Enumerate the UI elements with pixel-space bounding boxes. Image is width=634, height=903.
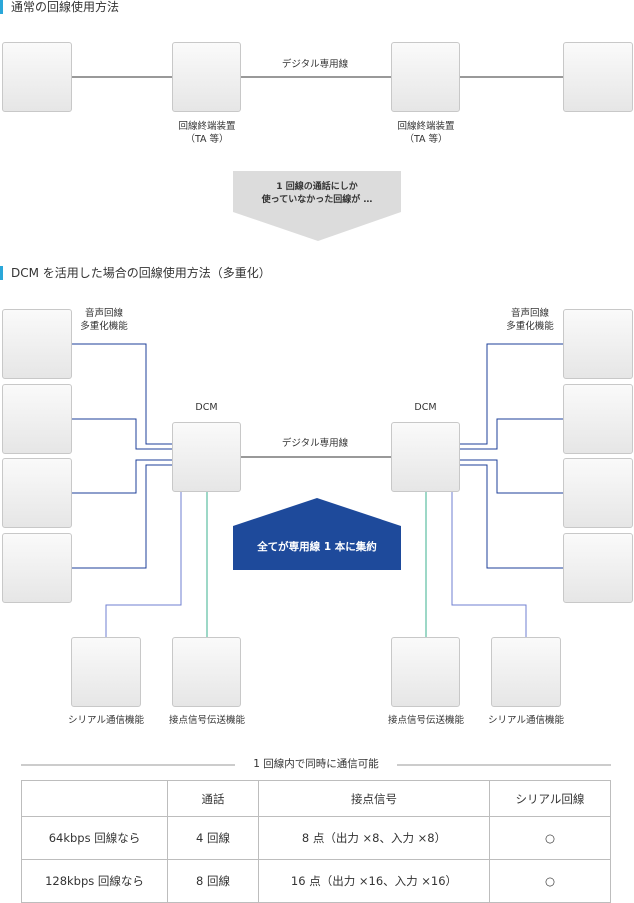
- terminal-adapter-right: [391, 42, 460, 112]
- table-cell: ○: [489, 816, 611, 860]
- contact-label: 接点信号伝送機能: [168, 715, 245, 726]
- telephone-icon: [2, 384, 72, 454]
- alarm-person-icon: [391, 637, 460, 707]
- telephone-icon: [563, 309, 633, 379]
- section2-title: DCM を活用した場合の回線使用方法（多重化）: [0, 266, 271, 280]
- telephone-icon: [563, 384, 633, 454]
- capacity-table: 通話 接点信号 シリアル回線 64kbps 回線なら 4 回線 8 点（出力 ×…: [21, 780, 611, 903]
- table-header-cell: 接点信号: [258, 780, 490, 817]
- table-row: 128kbps 回線なら 8 回線 16 点（出力 ×16、入力 ×16） ○: [21, 859, 611, 903]
- serial-label: シリアル通信機能: [488, 715, 564, 726]
- telephone-icon: [2, 42, 72, 112]
- computer-icon: [71, 637, 141, 707]
- dcm-device-right: [391, 422, 460, 492]
- banner-text: 全てが専用線 1 本に集約: [257, 541, 377, 553]
- table-cell: 8 点（出力 ×8、入力 ×8）: [258, 816, 490, 860]
- telephone-icon: [563, 42, 633, 112]
- table-cell: ○: [489, 859, 611, 903]
- telephone-icon: [563, 458, 633, 528]
- device-label: 回線終端装置（TA 等）: [397, 121, 455, 145]
- table-cell: 4 回線: [167, 816, 259, 860]
- table-header-cell: シリアル回線: [489, 780, 611, 817]
- terminal-adapter-left: [172, 42, 241, 112]
- line-label: デジタル専用線: [281, 438, 349, 449]
- arrow-text: 1 回線の通話にしか使っていなかった回線が …: [261, 182, 373, 205]
- computer-icon: [491, 637, 561, 707]
- section1-title: 通常の回線使用方法: [0, 0, 119, 14]
- dcm-label: DCM: [195, 402, 218, 413]
- voice-mux-label: 音声回線多重化機能: [506, 308, 554, 332]
- telephone-icon: [2, 533, 72, 603]
- down-arrow: [233, 171, 401, 241]
- dcm-device-left: [172, 422, 241, 492]
- voice-mux-label: 音声回線多重化機能: [80, 308, 128, 332]
- voice-lines-right: [460, 343, 563, 569]
- table-cell: 16 点（出力 ×16、入力 ×16）: [258, 859, 490, 903]
- contact-label: 接点信号伝送機能: [387, 715, 464, 726]
- table-cell: 64kbps 回線なら: [21, 816, 168, 860]
- table-row: 64kbps 回線なら 4 回線 8 点（出力 ×8、入力 ×8） ○: [21, 816, 611, 860]
- table-header-row: 通話 接点信号 シリアル回線: [21, 780, 611, 817]
- table-cell: 8 回線: [167, 859, 259, 903]
- warning-door-icon: [172, 637, 241, 707]
- dcm-label: DCM: [414, 402, 437, 413]
- device-label: 回線終端装置（TA 等）: [178, 121, 236, 145]
- consolidation-banner: [233, 498, 401, 570]
- telephone-icon: [2, 458, 72, 528]
- telephone-icon: [563, 533, 633, 603]
- table-cell: 128kbps 回線なら: [21, 859, 168, 903]
- table-header-cell: 通話: [167, 780, 259, 817]
- telephone-icon: [2, 309, 72, 379]
- table-header-cell: [21, 780, 168, 817]
- serial-label: シリアル通信機能: [68, 715, 144, 726]
- table-caption: 1 回線内で同時に通信可能: [253, 758, 379, 770]
- line-label: デジタル専用線: [281, 59, 349, 70]
- voice-lines-left: [72, 343, 172, 569]
